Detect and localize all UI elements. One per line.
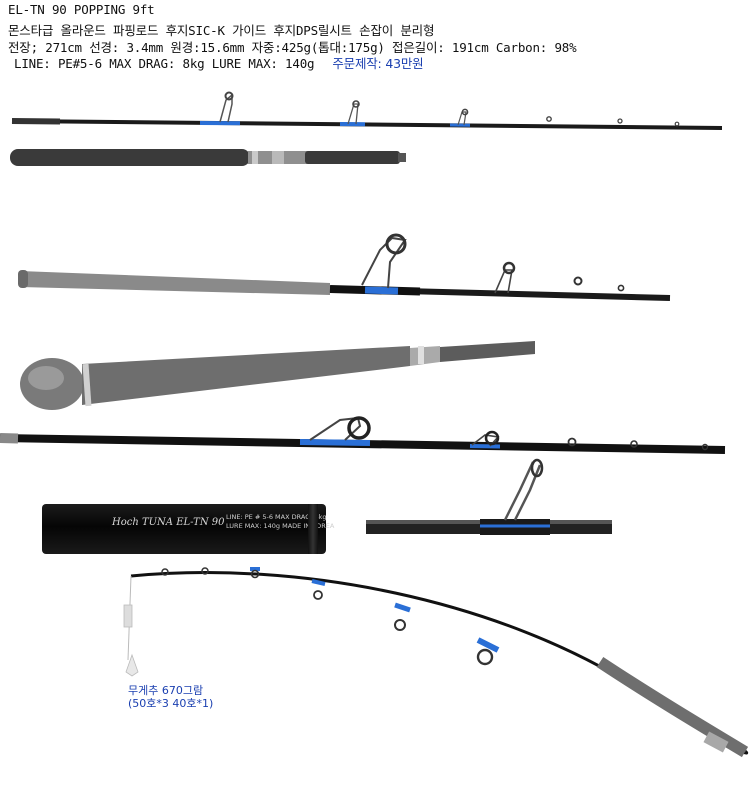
rod-label-closeup: Hoch TUNA EL-TN 90 LINE: PE # 5-6 MAX DR… <box>42 504 334 554</box>
spec-line-dimensions: 전장; 271cm 선경: 3.4mm 원경:15.6mm 자중:425g(톱대… <box>8 40 577 55</box>
weight-note-detail: (50호*3 40호*1) <box>128 697 214 710</box>
rod-closeup-single-guide <box>366 458 612 535</box>
rod-blank-top <box>11 91 723 130</box>
rod-closeup-grip <box>20 341 535 410</box>
rod-closeup-butt-guides <box>18 233 671 301</box>
rod-closeup-blank-guides <box>0 416 726 454</box>
rod-label-lure-spec: LURE MAX: 140g MADE IN KOREA <box>226 522 335 530</box>
rod-label-end-cap <box>308 504 318 554</box>
weight-note-title: 무게추 670그람 <box>128 684 204 697</box>
spec-line-features: 몬스타급 올라운드 파핑로드 후지SIC-K 가이드 후지DPS릴시트 손잡이 … <box>8 23 435 38</box>
rod-label-brand: Hoch TUNA EL-TN 90 <box>112 517 225 528</box>
spec-line-ratings-text: LINE: PE#5-6 MAX DRAG: 8kg LURE MAX: 140… <box>14 56 315 71</box>
spec-line-ratings: LINE: PE#5-6 MAX DRAG: 8kg LURE MAX: 140… <box>14 53 424 72</box>
product-title: EL-TN 90 POPPING 9ft <box>8 2 155 17</box>
rod-label-line-spec: LINE: PE # 5-6 MAX DRAG: 8kg <box>226 513 327 521</box>
rod-handle-separate <box>10 149 406 166</box>
rod-bend-test <box>123 567 749 758</box>
price-text: 주문제작: 43만원 <box>332 56 424 71</box>
